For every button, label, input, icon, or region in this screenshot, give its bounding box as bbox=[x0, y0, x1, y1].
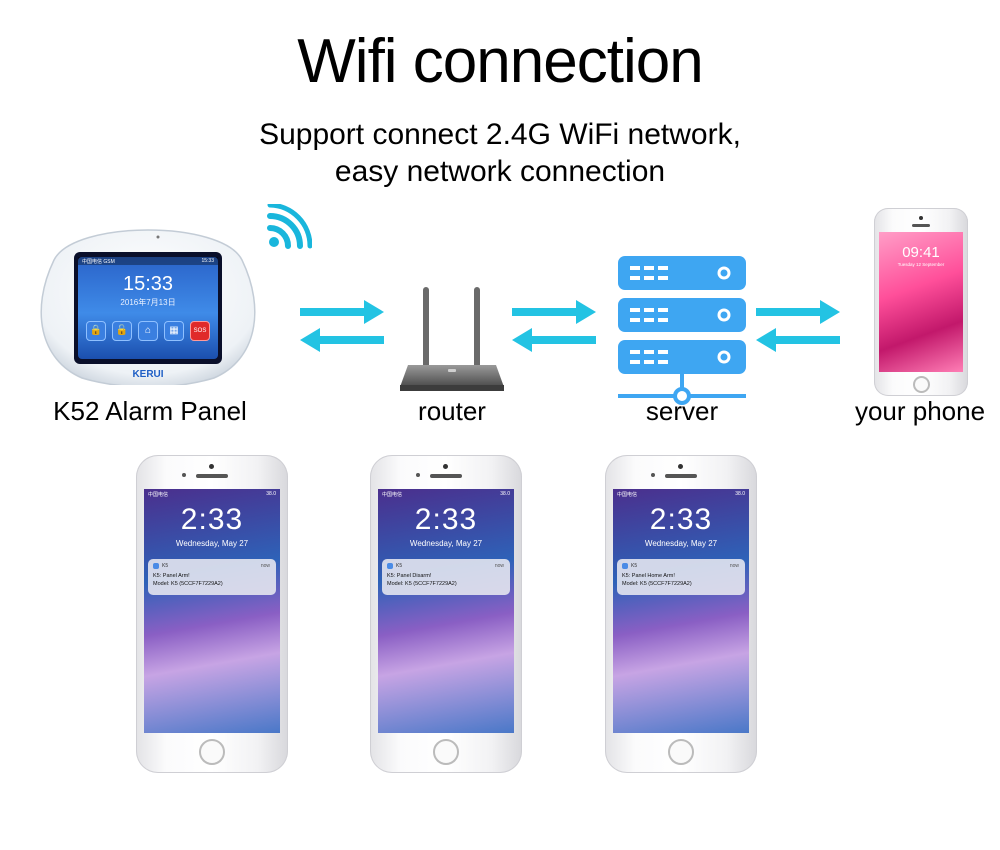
subtitle-line-2: easy network connection bbox=[334, 155, 666, 188]
home-button[interactable] bbox=[199, 739, 225, 765]
alarm-panel-label: K52 Alarm Panel bbox=[53, 396, 247, 426]
your-phone-label: your phone bbox=[854, 396, 986, 426]
alarm-panel-date: 2016年7月13日 bbox=[120, 298, 176, 307]
page-title: Wifi connection bbox=[297, 27, 703, 96]
subtitle-line-1: Support connect 2.4G WiFi network, bbox=[259, 118, 741, 151]
lock-date: Wednesday, May 27 bbox=[409, 539, 483, 548]
your-phone-device: 09:41 Tuesday 12 September bbox=[874, 208, 968, 396]
alarm-panel-time: 15:33 bbox=[122, 273, 174, 295]
lock-time: 2:33 bbox=[414, 503, 478, 536]
bidirectional-arrows-icon bbox=[756, 300, 840, 352]
lock-date: Wednesday, May 27 bbox=[644, 539, 718, 548]
home-button[interactable] bbox=[913, 376, 930, 393]
notification-card[interactable]: K5 now K5: Panel Home Arm! Model: K5 (5C… bbox=[617, 559, 745, 595]
sos-button[interactable]: SOS bbox=[190, 321, 210, 341]
arm-lock-icon[interactable]: 🔒 bbox=[86, 321, 106, 341]
menu-grid-icon[interactable]: ▦ bbox=[164, 321, 184, 341]
server-label: server bbox=[645, 396, 719, 426]
router-label: router bbox=[418, 396, 486, 426]
your-phone-screen: 09:41 Tuesday 12 September bbox=[879, 232, 963, 372]
lock-time: 2:33 bbox=[180, 503, 244, 536]
alarm-panel-device: 中国电信 GSM 15:33 15:33 2016年7月13日 🔒 🔓 ⌂ ▦ … bbox=[34, 220, 262, 388]
disarm-unlock-icon[interactable]: 🔓 bbox=[112, 321, 132, 341]
app-icon bbox=[622, 563, 628, 569]
router-device bbox=[400, 287, 504, 391]
wifi-icon bbox=[267, 204, 312, 249]
page-subtitle: Support connect 2.4G WiFi network, easy … bbox=[0, 116, 1000, 190]
app-icon bbox=[153, 563, 159, 569]
lock-time: 2:33 bbox=[649, 503, 713, 536]
bidirectional-arrows-icon bbox=[300, 300, 384, 352]
notification-card[interactable]: K5 now K5: Panel Arm! Model: K5 (5CCF7F7… bbox=[148, 559, 276, 595]
server-icon bbox=[618, 256, 746, 405]
alarm-panel-screen: 中国电信 GSM 15:33 15:33 2016年7月13日 🔒 🔓 ⌂ ▦ … bbox=[74, 252, 222, 364]
home-button[interactable] bbox=[433, 739, 459, 765]
alarm-panel-status-bar: 中国电信 GSM 15:33 bbox=[78, 257, 218, 265]
home-arm-icon[interactable]: ⌂ bbox=[138, 321, 158, 341]
bidirectional-arrows-icon bbox=[512, 300, 596, 352]
home-button[interactable] bbox=[668, 739, 694, 765]
notification-card[interactable]: K5 now K5: Panel Disarm! Model: K5 (5CCF… bbox=[382, 559, 510, 595]
app-icon bbox=[387, 563, 393, 569]
lock-date: Wednesday, May 27 bbox=[175, 539, 249, 548]
brand-logo: KERUI bbox=[132, 369, 164, 380]
